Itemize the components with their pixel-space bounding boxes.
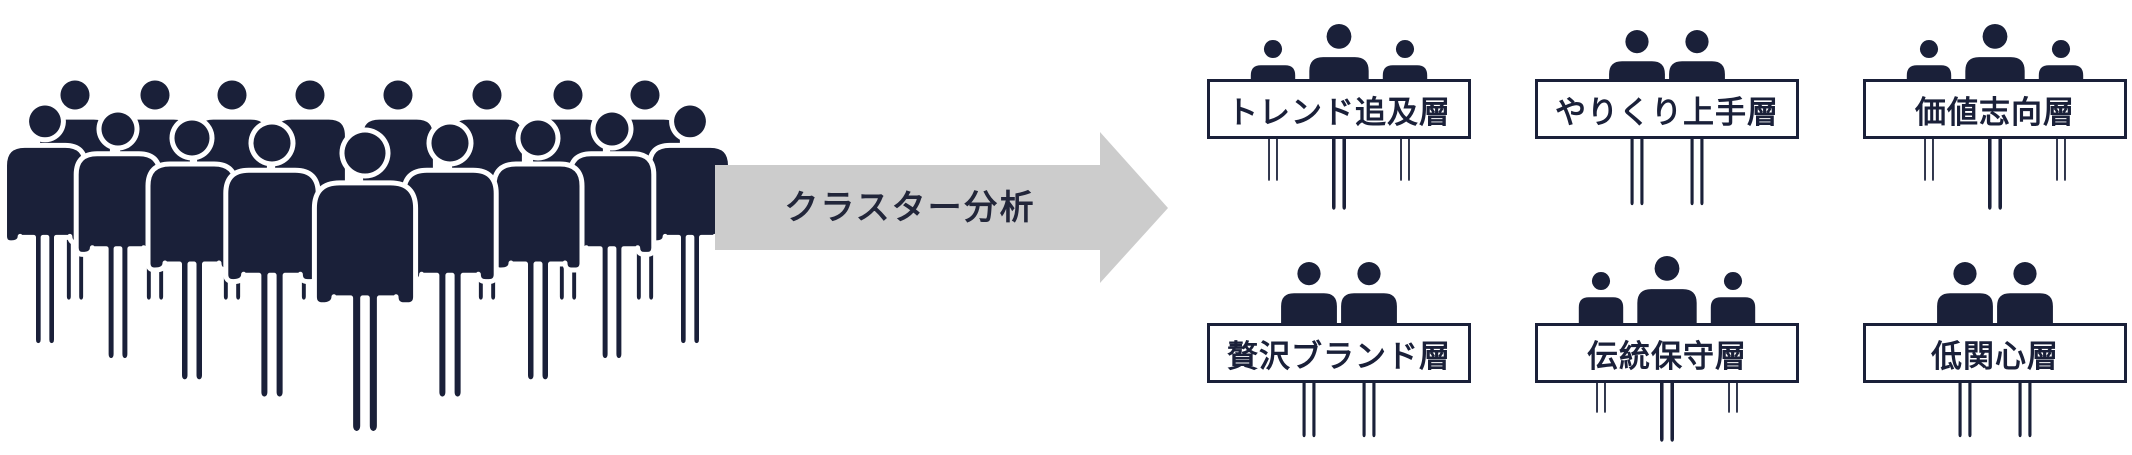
- segment-label-text: 伝統保守層: [1587, 338, 1747, 375]
- segment-label-3: 贅沢ブランド層: [1207, 323, 1471, 383]
- person-figure: [401, 119, 499, 402]
- segment-label-text: やりくり上手層: [1555, 94, 1779, 131]
- segment-label-2: 価値志向層: [1863, 79, 2127, 139]
- process-label: クラスター分析: [784, 188, 1036, 228]
- person-figure: [647, 100, 733, 349]
- segment-label-1: やりくり上手層: [1535, 79, 1799, 139]
- segment-label-5: 低関心層: [1863, 323, 2127, 383]
- segment-label-text: トレンド追及層: [1227, 94, 1451, 131]
- segment-label-text: 低関心層: [1931, 338, 2059, 375]
- crowd-icon: [2, 75, 733, 437]
- person-figure: [567, 107, 657, 364]
- person-figure: [311, 127, 419, 437]
- segment-label-4: 伝統保守層: [1535, 323, 1799, 383]
- segment-label-text: 贅沢ブランド層: [1227, 338, 1451, 375]
- person-figure: [491, 115, 585, 385]
- right-arrow-icon: [715, 132, 1168, 283]
- segment-label-text: 価値志向層: [1915, 94, 2075, 131]
- segment-label-0: トレンド追及層: [1207, 79, 1471, 139]
